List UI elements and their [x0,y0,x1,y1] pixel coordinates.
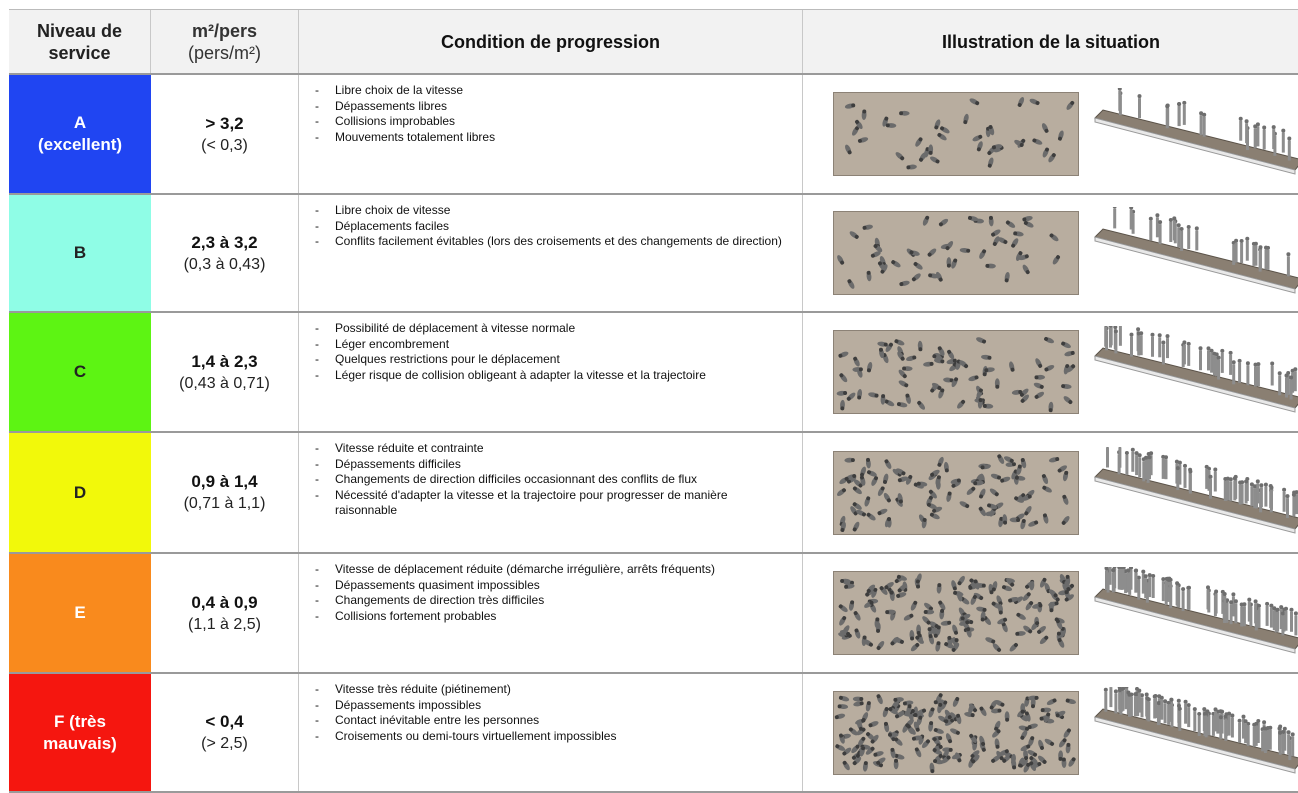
condition-item: Léger risque de collision obligeant à ad… [313,368,792,384]
condition-item: Déplacements faciles [313,219,792,235]
header-level: Niveau de service [9,10,151,73]
condition-item: Changements de direction difficiles occa… [313,472,792,488]
table-row: C 1,4 à 2,3(0,43 à 0,71) Possibilité de dé… [9,313,1298,433]
level-cell: E [9,554,151,672]
density-cell: 2,3 à 3,2(0,3 à 0,43) [151,195,299,311]
level-label: D [74,482,86,504]
crowd-plan-view-image [833,451,1079,535]
condition-list: Possibilité de déplacement à vitesse nor… [313,321,792,383]
level-cell: F (très mauvais) [9,674,151,791]
density-cell: 1,4 à 2,3(0,43 à 0,71) [151,313,299,431]
condition-item: Dépassements difficiles [313,457,792,473]
density-sub: (< 0,3) [201,135,248,156]
condition-item: Possibilité de déplacement à vitesse nor… [313,321,792,337]
density-cell: > 3,2(< 0,3) [151,75,299,193]
level-label: B [74,242,86,264]
level-label: E [74,602,85,624]
density-sub: (0,3 à 0,43) [184,254,266,275]
condition-item: Vitesse de déplacement réduite (démarche… [313,562,792,578]
header-density-sub: (pers/m²) [188,42,261,64]
table-header-row: Niveau de service m²/pers (pers/m²) Cond… [9,9,1298,75]
illustration-cell [803,674,1298,791]
density-main: 0,4 à 0,9 [191,592,257,614]
density-cell: < 0,4(> 2,5) [151,674,299,791]
crowd-plan-view-image [833,330,1079,414]
table-row: D0,9 à 1,4(0,71 à 1,1)Vitesse réduite et… [9,433,1298,554]
density-sub: (0,71 à 1,1) [184,493,266,514]
table-row: A (excellent)> 3,2(< 0,3)Libre choix de … [9,75,1298,195]
table-row: B 2,3 à 3,2(0,3 à 0,43) Libre choix de vit… [9,195,1298,313]
level-cell: C [9,313,151,431]
level-of-service-table: Niveau de service m²/pers (pers/m²) Cond… [9,9,1298,793]
crowd-plan-view-image [833,92,1079,176]
density-main: > 3,2 [205,113,243,135]
condition-item: Croisements ou demi-tours virtuellement … [313,729,792,745]
condition-cell: Vitesse très réduite (piétinement)Dépass… [299,674,803,791]
crowd-perspective-image [1093,326,1298,418]
condition-cell: Vitesse réduite et contrainteDépassement… [299,433,803,552]
condition-item: Dépassements impossibles [313,698,792,714]
condition-item: Conflits facilement évitables (lors des … [313,234,792,250]
header-illustration: Illustration de la situation [803,10,1298,73]
crowd-perspective-image [1093,567,1298,659]
condition-list: Vitesse très réduite (piétinement)Dépass… [313,682,792,744]
density-sub: (0,43 à 0,71) [179,373,270,394]
illustration-cell [803,313,1298,431]
density-main: 1,4 à 2,3 [191,351,257,373]
density-main: 2,3 à 3,2 [191,232,257,254]
header-density: m²/pers (pers/m²) [151,10,299,73]
condition-cell: Possibilité de déplacement à vitesse nor… [299,313,803,431]
condition-item: Libre choix de la vitesse [313,83,792,99]
condition-cell: Vitesse de déplacement réduite (démarche… [299,554,803,672]
condition-item: Vitesse réduite et contrainte [313,441,792,457]
crowd-perspective-image [1093,447,1298,539]
crowd-perspective-image [1093,687,1298,779]
illustration-cell [803,195,1298,311]
condition-item: Vitesse très réduite (piétinement) [313,682,792,698]
level-cell: A (excellent) [9,75,151,193]
condition-item: Libre choix de vitesse [313,203,792,219]
table-row: F (très mauvais)< 0,4(> 2,5)Vitesse très… [9,674,1298,793]
density-cell: 0,9 à 1,4(0,71 à 1,1) [151,433,299,552]
condition-list: Vitesse de déplacement réduite (démarche… [313,562,792,624]
condition-item: Dépassements quasiment impossibles [313,578,792,594]
density-main: < 0,4 [205,711,243,733]
header-density-main: m²/pers [192,20,257,42]
condition-item: Nécessité d'adapter la vitesse et la tra… [313,488,792,519]
level-cell: D [9,433,151,552]
crowd-perspective-image [1093,88,1298,180]
condition-item: Contact inévitable entre les personnes [313,713,792,729]
condition-cell: Libre choix de la vitesseDépassements li… [299,75,803,193]
illustration-cell [803,433,1298,552]
condition-item: Dépassements libres [313,99,792,115]
level-label: F (très mauvais) [30,711,130,755]
illustration-cell [803,554,1298,672]
header-condition: Condition de progression [299,10,803,73]
condition-list: Vitesse réduite et contrainteDépassement… [313,441,792,519]
crowd-perspective-image [1093,207,1298,299]
density-sub: (1,1 à 2,5) [188,614,261,635]
condition-cell: Libre choix de vitesseDéplacements facil… [299,195,803,311]
illustration-cell [803,75,1298,193]
level-label: C [74,361,86,383]
density-sub: (> 2,5) [201,733,248,754]
level-label: A (excellent) [30,112,130,156]
condition-item: Changements de direction très difficiles [313,593,792,609]
crowd-plan-view-image [833,571,1079,655]
condition-item: Quelques restrictions pour le déplacemen… [313,352,792,368]
crowd-plan-view-image [833,691,1079,775]
table-row: E 0,4 à 0,9(1,1 à 2,5) Vitesse de déplacem… [9,554,1298,674]
density-main: 0,9 à 1,4 [191,471,257,493]
level-cell: B [9,195,151,311]
density-cell: 0,4 à 0,9(1,1 à 2,5) [151,554,299,672]
condition-list: Libre choix de la vitesseDépassements li… [313,83,792,145]
condition-item: Collisions improbables [313,114,792,130]
crowd-plan-view-image [833,211,1079,295]
condition-list: Libre choix de vitesseDéplacements facil… [313,203,792,250]
condition-item: Léger encombrement [313,337,792,353]
condition-item: Collisions fortement probables [313,609,792,625]
condition-item: Mouvements totalement libres [313,130,792,146]
